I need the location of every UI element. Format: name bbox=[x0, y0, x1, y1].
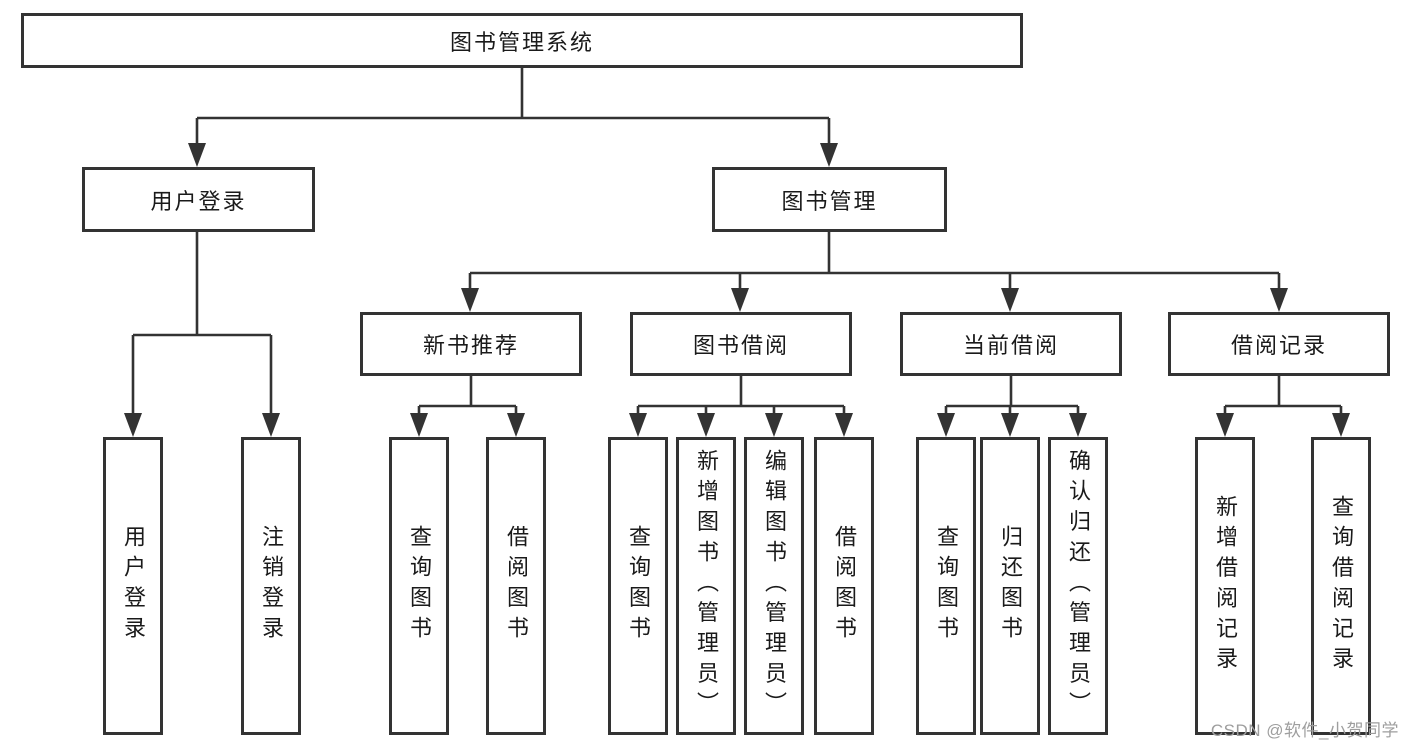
csdn-watermark: CSDN @软件_小贺同学 bbox=[1210, 721, 1399, 740]
leaf-user-login: 用户登录 bbox=[103, 437, 163, 735]
node-borrowing-records: 借阅记录 bbox=[1168, 312, 1390, 376]
leaf-query-books-recommend: 查询图书 bbox=[389, 437, 449, 735]
node-label: 借阅记录 bbox=[1230, 333, 1327, 358]
leaf-logout: 注销登录 bbox=[241, 437, 301, 735]
leaf-label: 借阅图书 bbox=[832, 525, 857, 647]
node-new-book-recommend: 新书推荐 bbox=[360, 312, 582, 376]
leaf-label: 查询借阅记录 bbox=[1329, 494, 1354, 678]
node-label: 图书管理系统 bbox=[449, 29, 594, 55]
node-label: 用户登录 bbox=[150, 188, 247, 214]
node-label: 新书推荐 bbox=[422, 333, 519, 358]
leaf-label: 查询图书 bbox=[407, 525, 432, 647]
leaf-label: 查询图书 bbox=[626, 525, 651, 647]
node-root-library-system: 图书管理系统 bbox=[21, 13, 1023, 68]
leaf-label: 新增借阅记录 bbox=[1213, 494, 1238, 678]
node-book-borrowing: 图书借阅 bbox=[630, 312, 852, 376]
node-label: 图书借阅 bbox=[692, 333, 789, 358]
node-current-borrowing: 当前借阅 bbox=[900, 312, 1122, 376]
leaf-label: 归还图书 bbox=[998, 525, 1023, 647]
leaf-label: 新增图书（管理员） bbox=[694, 449, 719, 723]
leaf-add-books-admin: 新增图书（管理员） bbox=[676, 437, 736, 735]
leaf-label: 确认归还（管理员） bbox=[1066, 449, 1091, 723]
leaf-add-borrow-record: 新增借阅记录 bbox=[1195, 437, 1255, 735]
leaf-query-books-current: 查询图书 bbox=[916, 437, 976, 735]
leaf-confirm-return-admin: 确认归还（管理员） bbox=[1048, 437, 1108, 735]
leaf-label: 用户登录 bbox=[121, 525, 146, 647]
node-book-management: 图书管理 bbox=[712, 167, 947, 232]
node-label: 图书管理 bbox=[781, 188, 878, 214]
leaf-label: 编辑图书（管理员） bbox=[762, 449, 787, 723]
leaf-query-books-borrowing: 查询图书 bbox=[608, 437, 668, 735]
leaf-borrow-books-borrowing: 借阅图书 bbox=[814, 437, 874, 735]
leaf-edit-books-admin: 编辑图书（管理员） bbox=[744, 437, 804, 735]
leaf-label: 借阅图书 bbox=[504, 525, 529, 647]
leaf-query-borrow-record: 查询借阅记录 bbox=[1311, 437, 1371, 735]
leaf-label: 注销登录 bbox=[259, 525, 284, 647]
node-user-login: 用户登录 bbox=[82, 167, 315, 232]
node-label: 当前借阅 bbox=[962, 333, 1059, 358]
leaf-label: 查询图书 bbox=[934, 525, 959, 647]
leaf-borrow-books-recommend: 借阅图书 bbox=[486, 437, 546, 735]
leaf-return-books: 归还图书 bbox=[980, 437, 1040, 735]
